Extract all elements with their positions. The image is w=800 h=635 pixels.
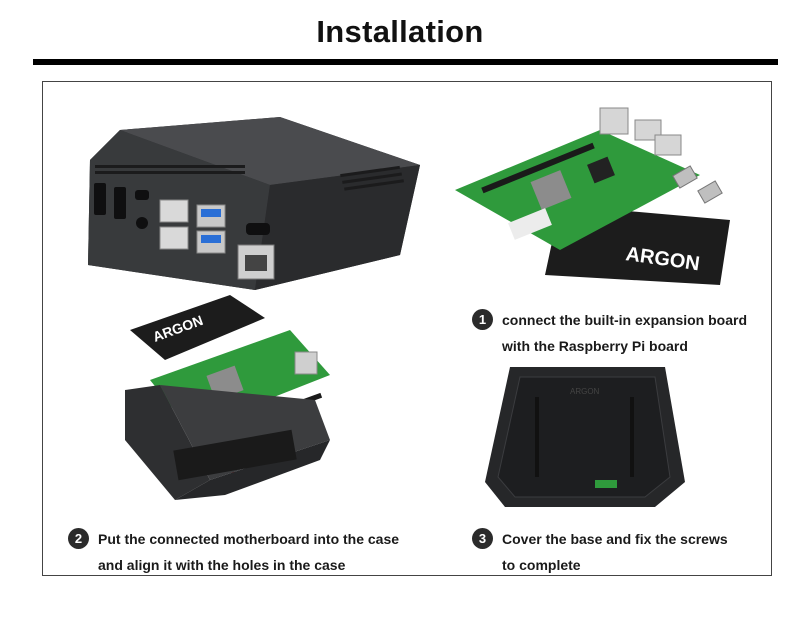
motherboard-into-case-photo: ARGON [115,290,355,505]
step-2-line-2: and align it with the holes in the case [98,557,346,573]
step-1-line-2: with the Raspberry Pi board [502,338,688,354]
numbered-circle-icon: 1 [472,309,493,330]
closed-base-photo: ARGON [480,362,690,512]
step-3-line-1: Cover the base and fix the screws [502,531,728,547]
step-1: 1 connect the built-in expansion board w… [472,307,747,359]
svg-text:ARGON: ARGON [570,387,600,396]
step-2-line-1: Put the connected motherboard into the c… [98,531,400,547]
step-3: 3 Cover the base and fix the screws to c… [472,526,728,578]
step-1-line-1: connect the built-in expansion board [502,312,748,328]
raspberry-pi-expansion-photo: ARGON [450,100,750,290]
numbered-circle-icon: 2 [68,528,89,549]
page-title: Installation [316,14,484,49]
title-divider [33,59,778,65]
assembled-case-photo [80,105,425,295]
step-3-line-2: to complete [502,557,581,573]
step-2: 2 Put the connected motherboard into the… [68,526,399,578]
numbered-circle-icon: 3 [472,528,493,549]
